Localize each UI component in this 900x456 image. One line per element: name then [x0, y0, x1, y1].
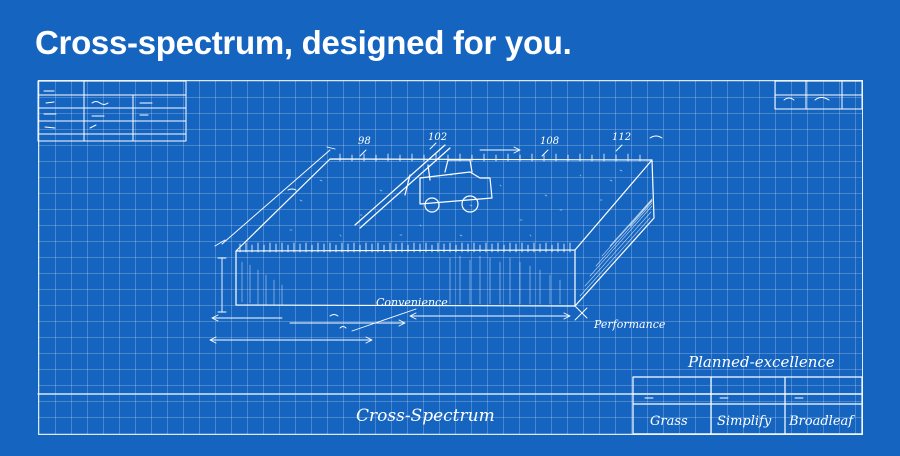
title-cell-simplify: Simplify [717, 414, 772, 429]
convenience-label: Convenience [376, 296, 448, 309]
title-cell-broadleaf: Broadleaf [788, 414, 855, 429]
spec-table [37, 80, 187, 142]
performance-label: Performance [593, 318, 666, 331]
dimension-label-98: 98 [358, 136, 371, 147]
title-block [37, 376, 863, 435]
blueprint-grid [38, 80, 863, 435]
dimension-label-108: 108 [540, 136, 559, 147]
sprayer-vehicle-sketch [354, 144, 493, 229]
drawing-title: Cross-Spectrum [356, 406, 495, 426]
revision-table [774, 80, 863, 110]
dimension-label-112: 112 [612, 132, 631, 143]
dimension-lines [209, 135, 663, 344]
turf-block [235, 153, 655, 307]
dimension-label-102: 102 [428, 132, 447, 143]
title-cell-grass: Grass [650, 414, 688, 429]
page-headline: Cross-spectrum, designed for you. [35, 24, 572, 61]
planned-excellence-label: Planned-excellence [687, 353, 835, 371]
